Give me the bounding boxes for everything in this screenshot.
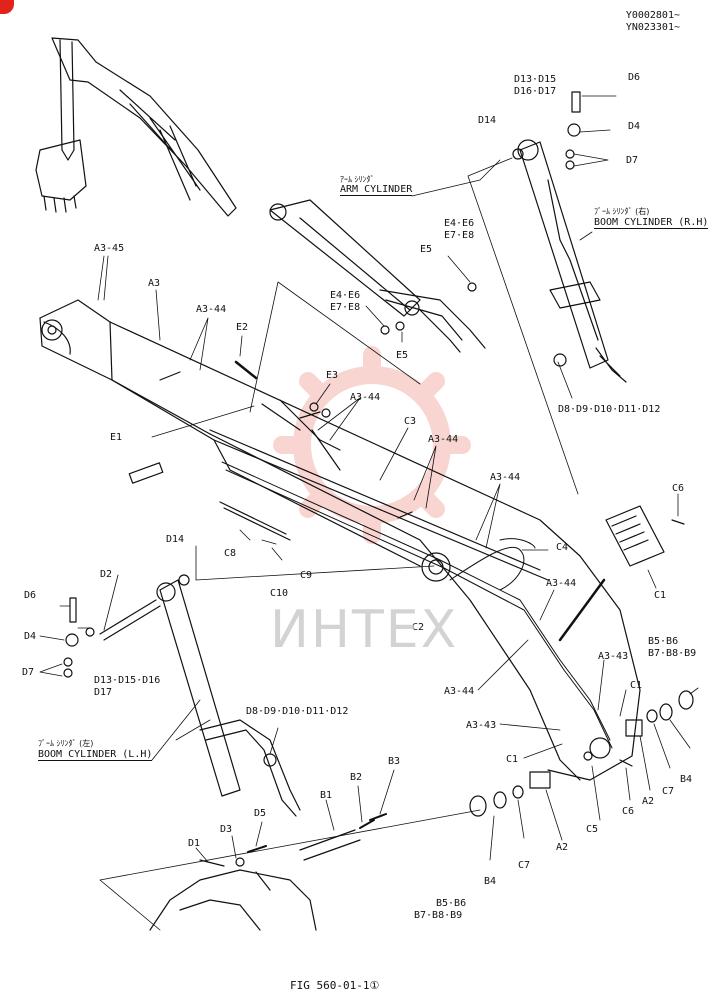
callout-d17-left: D17	[94, 687, 113, 698]
callout-c1-top: C1	[654, 590, 667, 601]
callout-b4-right: B4	[680, 774, 693, 785]
callout-a3-44-d: A3-44	[490, 472, 521, 483]
bucket-arm-lower	[149, 869, 317, 931]
callout-d16-d17-top: D16·D17	[514, 86, 557, 97]
callout-d5: D5	[254, 808, 267, 819]
callout-a3-45: A3-45	[94, 243, 125, 254]
callout-c1-mid: C1	[630, 680, 643, 691]
callout-e7-e8-a: E7·E8	[444, 230, 475, 241]
title-leaders	[151, 159, 593, 761]
callout-d8-d12-left: D8·D9·D10·D11·D12	[246, 706, 349, 717]
boom-cylinder-lh-title-jp: ﾌﾞｰﾑ ｼﾘﾝﾀﾞ (左)	[38, 739, 94, 748]
callout-d13-d15-top: D13·D15	[514, 74, 557, 85]
figure-reference: FIG 560-01-1①	[290, 979, 380, 992]
callout-c10: C10	[270, 588, 289, 599]
callout-b7-b9-right: B7·B8·B9	[648, 648, 697, 659]
arm-cylinder-title-jp: ｱｰﾑ ｼﾘﾝﾀﾞ	[340, 175, 375, 184]
callout-d1: D1	[188, 838, 201, 849]
callout-b5-b6-right: B5·B6	[648, 636, 679, 647]
callout-a3-44-a: A3-44	[196, 304, 227, 315]
leader-lines	[39, 95, 699, 931]
callout-e4-e6-b: E4·E6	[330, 290, 361, 301]
callout-a2-right: A2	[642, 796, 655, 807]
callout-e3: E3	[326, 370, 339, 381]
serial-line-1: Y0002801~	[625, 10, 680, 21]
callout-c8: C8	[224, 548, 237, 559]
callout-e4-e6-a: E4·E6	[444, 218, 475, 229]
callout-c6-low: C6	[622, 806, 635, 817]
callout-d14-mid: D14	[166, 534, 185, 545]
callout-d13-d16-left: D13·D15·D16	[94, 675, 161, 686]
watermark-text: ИНТЕХ	[270, 600, 459, 660]
callout-c6-top: C6	[672, 483, 685, 494]
connector-block	[558, 505, 685, 642]
callout-a3-44-f: A3-44	[444, 686, 475, 697]
callout-b4-low: B4	[484, 876, 497, 887]
boom-cylinder-lh-title: BOOM CYLINDER (L.H)	[38, 749, 153, 761]
callout-a3-44-c: A3-44	[428, 434, 459, 445]
arm-cylinder	[269, 199, 486, 353]
callout-d7-top: D7	[626, 155, 639, 166]
callout-a2-low: A2	[556, 842, 569, 853]
callout-d6-top: D6	[628, 72, 641, 83]
boom-cylinder-rh-title-jp: ﾌﾞｰﾑ ｼﾘﾝﾀﾞ (右)	[594, 207, 650, 216]
callout-a3-43-b: A3-43	[466, 720, 497, 731]
boom-cylinder-lh	[156, 579, 301, 817]
callout-c9: C9	[300, 570, 313, 581]
callout-b3: B3	[388, 756, 401, 767]
pins-and-hardware	[63, 91, 694, 867]
callout-a3-44-e: A3-44	[546, 578, 577, 589]
excavator-thumbnail	[35, 37, 237, 217]
callout-b5-b6-low: B5·B6	[436, 898, 467, 909]
callout-d3: D3	[220, 824, 233, 835]
callout-c7-right: C7	[662, 786, 675, 797]
callout-e2: E2	[236, 322, 249, 333]
callout-d6-left: D6	[24, 590, 37, 601]
boom-body	[39, 299, 641, 781]
arm-cylinder-title: ARM CYLINDER	[340, 184, 413, 196]
callout-b2: B2	[350, 772, 363, 783]
callout-e5-a: E5	[420, 244, 433, 255]
serial-range: Y0002801~ YN023301~	[626, 10, 680, 34]
boom-cylinder-rh-title: BOOM CYLINDER (R.H)	[594, 217, 709, 229]
callout-e1: E1	[110, 432, 123, 443]
boom-cylinder-rh	[517, 139, 627, 383]
callout-a3-44-b: A3-44	[350, 392, 381, 403]
callout-d14-top: D14	[478, 115, 497, 126]
callout-c2: C2	[412, 622, 425, 633]
callout-c3: C3	[404, 416, 417, 427]
callout-b7-b9-low: B7·B8·B9	[414, 910, 463, 921]
watermark-gear	[273, 346, 471, 544]
callout-c1-low: C1	[506, 754, 519, 765]
callout-d8-d12-top: D8·D9·D10·D11·D12	[558, 404, 661, 415]
callout-d7-left: D7	[22, 667, 35, 678]
callout-d2: D2	[100, 569, 113, 580]
callout-a3-43-a: A3-43	[598, 651, 629, 662]
callout-d4-left: D4	[24, 631, 37, 642]
callout-c5: C5	[586, 824, 599, 835]
callout-b1: B1	[320, 790, 333, 801]
callout-d4-top: D4	[628, 121, 641, 132]
callout-e7-e8-b: E7·E8	[330, 302, 361, 313]
callout-a3: A3	[148, 278, 161, 289]
corner-logo-mark	[0, 0, 14, 14]
callout-c4: C4	[556, 542, 569, 553]
callout-c7-low: C7	[518, 860, 531, 871]
boom-piping	[221, 461, 613, 749]
callout-e5-b: E5	[396, 350, 409, 361]
serial-line-2: YN023301~	[625, 22, 680, 33]
